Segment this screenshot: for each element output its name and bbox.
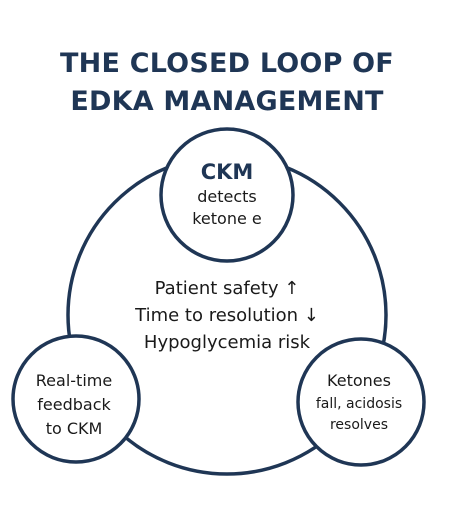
node-left-line-2: feedback: [37, 395, 111, 414]
node-left-line-1: Real-time: [35, 371, 113, 390]
node-top-heading: CKM: [200, 160, 254, 184]
center-line-hypoglycemia-risk: Hypoglycemia risk: [143, 332, 311, 353]
node-right-line-2: fall, acidosis: [315, 396, 403, 412]
node-left-line-3: to CKM: [45, 419, 103, 438]
node-left-circle: [11, 334, 141, 464]
center-line-time-to-resolution: Time to resolution ↓: [135, 305, 319, 326]
node-right-line-1: Ketones: [327, 371, 391, 390]
node-top-circle: [159, 127, 295, 263]
center-line-patient-safety: Patient safety ↑: [154, 278, 300, 299]
title-line-1: THE CLOSED LOOP OF: [60, 48, 394, 79]
node-right-circle: [296, 337, 426, 467]
node-top-line-1: detects: [197, 187, 257, 206]
node-top-line-2: ketone e: [192, 209, 262, 228]
node-right-line-3: resolves: [329, 417, 388, 433]
title-line-2: EDKA MANAGEMENT: [70, 86, 384, 117]
